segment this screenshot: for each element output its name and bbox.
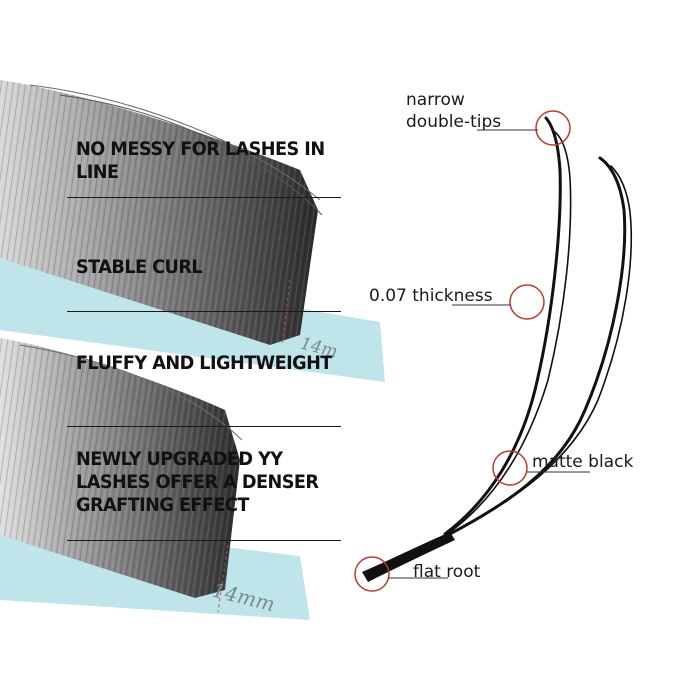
feature-text-no-messy: NO MESSY FOR LASHES IN LINE: [76, 138, 325, 183]
callout-label-tips-line2: double-tips: [406, 112, 502, 132]
feature-text-fluffy: FLUFFY AND LIGHTWEIGHT: [76, 352, 332, 374]
callout-label-root: flat root: [413, 562, 481, 582]
feature-divider: [67, 197, 341, 198]
callout-circle-tips: [535, 110, 571, 146]
feature-divider: [67, 540, 341, 541]
feature-divider: [67, 426, 341, 427]
callout-circle-finish: [492, 450, 528, 486]
flat-root: [362, 532, 455, 582]
callout-circle-root: [354, 556, 390, 592]
feature-text-upgraded: NEWLY UPGRADED YY LASHES OFFER A DENSER …: [76, 448, 319, 516]
callout-label-finish: matte black: [532, 452, 634, 472]
feature-divider: [67, 311, 341, 312]
callout-label-thickness: 0.07 thickness: [369, 286, 493, 306]
lash-strand-left: [443, 116, 562, 536]
callout-circle-thickness: [509, 284, 545, 320]
callout-label-tips-line1: narrow: [406, 90, 465, 110]
feature-text-stable-curl: STABLE CURL: [76, 256, 203, 278]
